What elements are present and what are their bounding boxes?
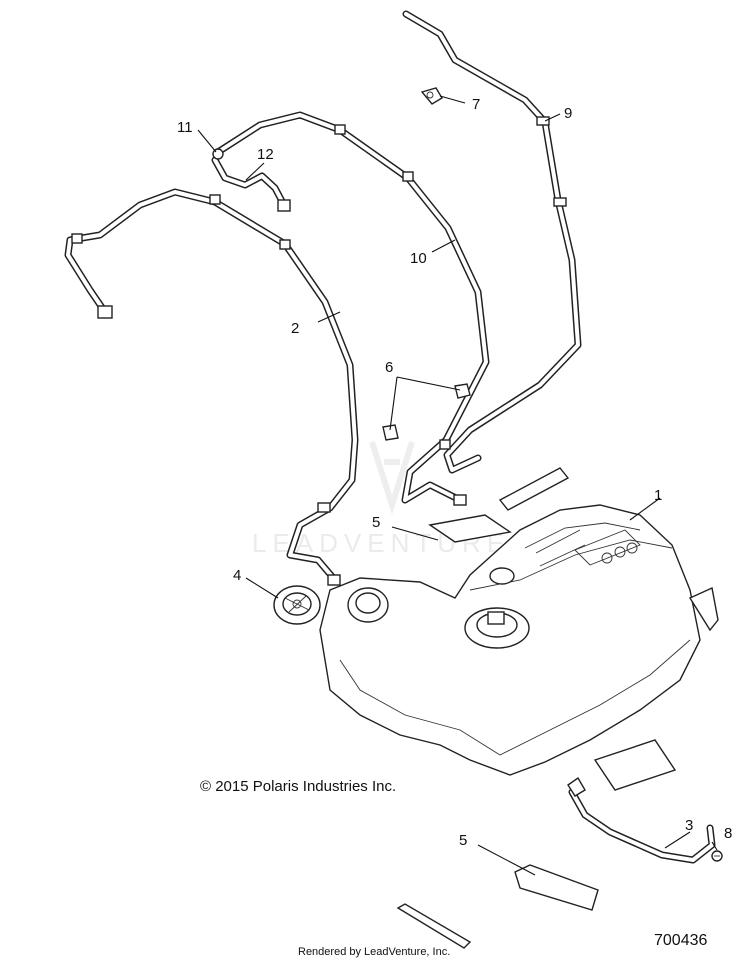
callout-10: 10 xyxy=(410,250,427,267)
fuel-cap-4[interactable] xyxy=(273,585,321,625)
callout-1: 1 xyxy=(654,487,662,504)
bolt-8[interactable] xyxy=(711,850,723,862)
callout-8: 8 xyxy=(724,825,732,842)
leader-lines xyxy=(197,95,718,876)
pad-5-lower[interactable] xyxy=(396,864,599,949)
callout-5-lower: 5 xyxy=(459,832,467,849)
copyright-notice: © 2015 Polaris Industries Inc. xyxy=(200,778,397,795)
callout-6: 6 xyxy=(385,359,393,376)
tube-10[interactable] xyxy=(214,111,490,506)
callout-11: 11 xyxy=(177,119,193,136)
callout-2: 2 xyxy=(291,320,299,337)
callout-4: 4 xyxy=(233,567,241,584)
callout-9: 9 xyxy=(564,105,572,122)
tube-9[interactable] xyxy=(402,10,582,474)
fuel-tank-1[interactable] xyxy=(319,504,719,776)
strap-3[interactable] xyxy=(567,776,716,864)
diagram-number: 700436 xyxy=(654,932,708,949)
pad-5-upper[interactable] xyxy=(428,467,677,791)
clip-6[interactable] xyxy=(382,383,471,441)
tube-12[interactable] xyxy=(211,148,291,212)
callout-3: 3 xyxy=(685,817,693,834)
rendered-by-credit: Rendered by LeadVenture, Inc. xyxy=(298,946,451,958)
tube-2[interactable] xyxy=(64,188,359,586)
callout-12: 12 xyxy=(257,146,274,163)
callout-5-upper: 5 xyxy=(372,514,380,531)
callout-7: 7 xyxy=(472,96,480,113)
callout-labels: 1 2 3 4 5 5 6 7 8 9 10 11 12 xyxy=(177,96,732,849)
clip-7[interactable] xyxy=(420,87,443,105)
